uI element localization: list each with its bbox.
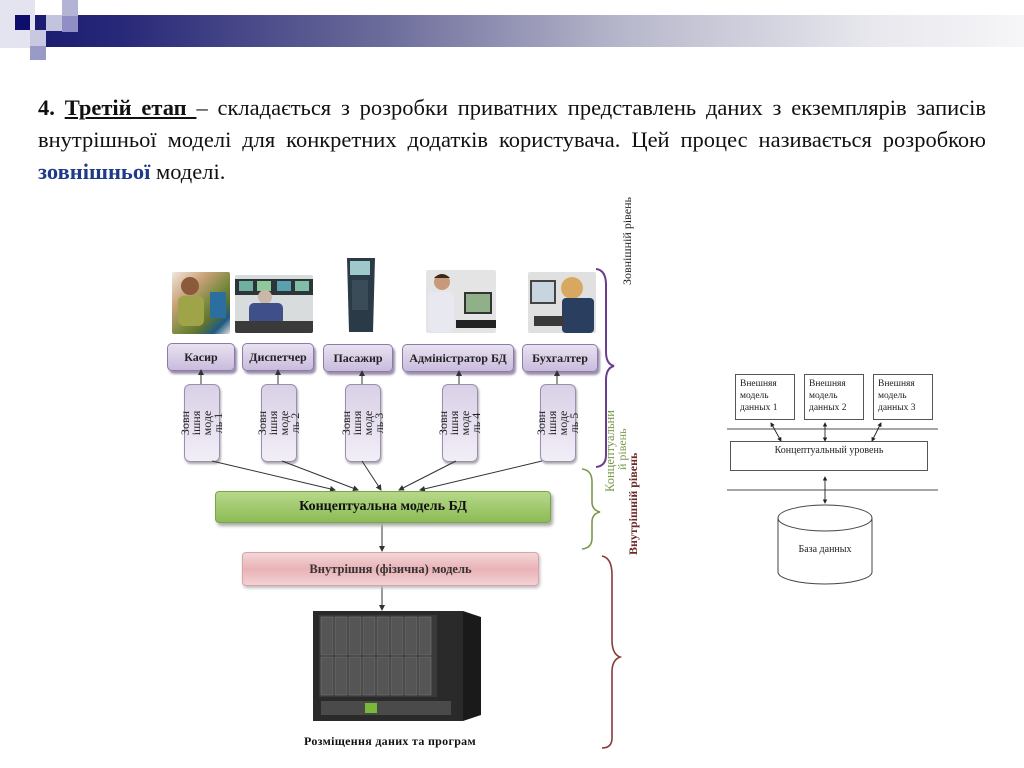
internal-model-label: Внутрішня (фізична) модель — [309, 561, 472, 576]
dba-photo — [426, 270, 496, 333]
server-caption: Розміщення даних та програм — [304, 734, 476, 748]
role-dispatcher: Диспетчер — [242, 343, 314, 371]
role-label: Пасажир — [333, 350, 383, 365]
external-data-model-label: Внешняя модель данных 1 — [740, 379, 778, 413]
conceptual-model-box: Концептуальна модель БД — [215, 491, 551, 523]
header-gradient-bar — [30, 15, 1024, 47]
database-cylinder — [777, 504, 873, 585]
server-rack-image — [313, 611, 481, 721]
conceptual-level-label: Концептуальный уровень — [774, 445, 884, 456]
passenger-photo — [343, 256, 379, 334]
step-term: Третій етап — [64, 95, 197, 120]
header-square-mid — [46, 15, 62, 31]
header-square-mid5 — [30, 46, 46, 60]
role-label: Адміністратор БД — [409, 350, 507, 365]
external-data-model-1: Внешняя модель данных 1 — [735, 374, 795, 420]
arrow-model3-concept — [871, 422, 882, 442]
internal-model-box: Внутрішня (фізична) модель — [242, 552, 539, 586]
accountant-photo — [528, 272, 596, 333]
role-accountant: Бухгалтер — [522, 344, 598, 372]
database-label: База данных — [798, 544, 852, 555]
external-model-5: Зовн ішня моде ль 5 — [534, 384, 581, 462]
external-data-model-label: Внешняя модель данных 2 — [809, 379, 847, 413]
external-model-1: Зовн ішня моде ль 1 — [178, 384, 225, 462]
paragraph-text-1: – складається з розробки приватних предс… — [38, 95, 987, 152]
external-model-4: Зовн ішня моде ль 4 — [436, 384, 483, 462]
intro-paragraph: 4. Третій етап – складається з розробки … — [38, 92, 986, 188]
role-label: Диспетчер — [249, 349, 307, 364]
paragraph-text-2: моделі. — [150, 159, 226, 184]
external-data-model-2: Внешняя модель данных 2 — [804, 374, 864, 420]
conceptual-model-label: Концептуальна модель БД — [299, 499, 467, 514]
external-model-3: Зовн ішня моде ль 3 — [339, 384, 386, 462]
header-square-mid2 — [62, 0, 78, 16]
cashier-photo — [172, 272, 230, 334]
header-square-mid3 — [62, 16, 78, 32]
dispatcher-photo — [235, 275, 313, 333]
conceptual-level-box: Концептуальный уровень — [730, 441, 928, 471]
highlight-term: зовнішньої — [38, 159, 151, 184]
role-label: Бухгалтер — [532, 350, 588, 365]
external-model-2: Зовн ішня моде ль 2 — [255, 384, 302, 462]
step-number: 4. — [38, 95, 55, 120]
external-data-model-label: Внешняя модель данных 3 — [878, 379, 916, 413]
header-square-mid4 — [30, 30, 46, 46]
external-data-model-3: Внешняя модель данных 3 — [873, 374, 933, 420]
role-passenger: Пасажир — [323, 344, 393, 372]
role-db-administrator: Адміністратор БД — [402, 344, 514, 372]
header-square-dark — [15, 15, 30, 30]
role-label: Касир — [184, 349, 218, 364]
arrow-model1-concept — [770, 422, 782, 442]
